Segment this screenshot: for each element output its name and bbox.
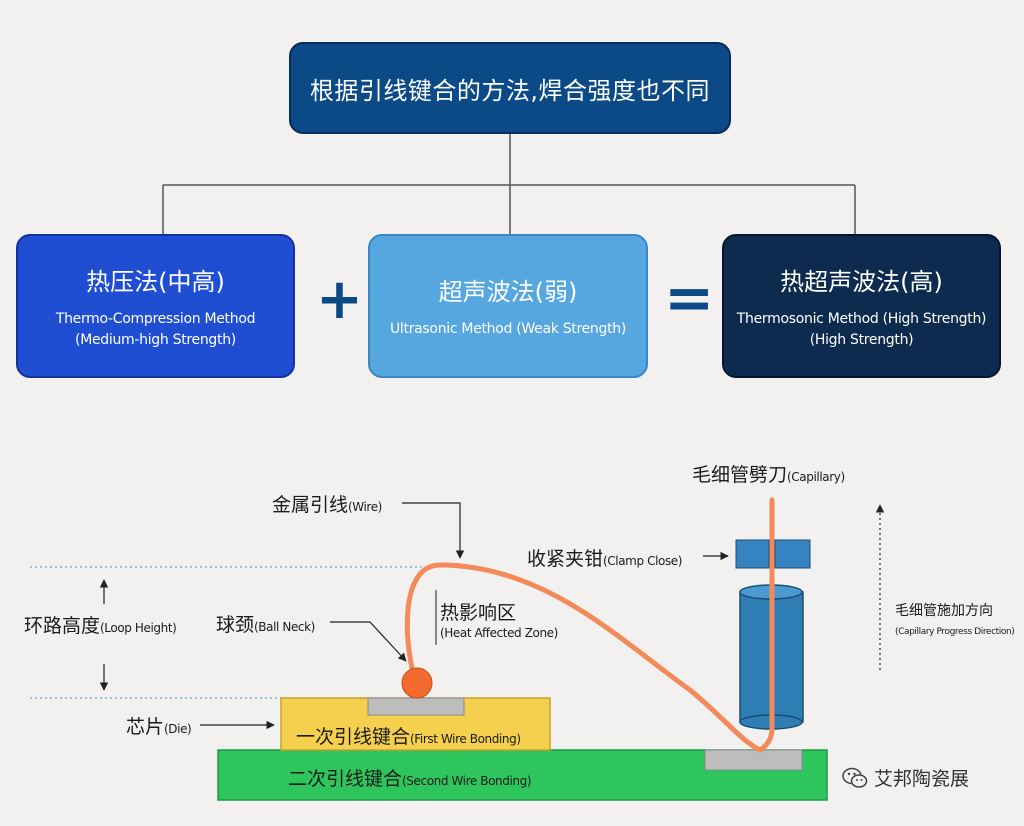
haz-label-cn: 热影响区 <box>440 602 517 624</box>
thermosonic-strength: (High Strength) <box>809 331 914 348</box>
clamp-label: 收紧夹钳(Clamp Close) <box>527 548 683 570</box>
plus-operator: + <box>316 267 363 332</box>
ultrasonic-box: 超声波法(弱) Ultrasonic Method (Weak Strength… <box>368 234 648 378</box>
ultrasonic-title: 超声波法(弱) <box>438 278 578 306</box>
clamp-left <box>735 539 770 569</box>
wire-arrow <box>402 502 465 559</box>
thermosonic-title: 热超声波法(高) <box>780 267 943 296</box>
equals-operator: = <box>664 263 715 333</box>
wechat-icon <box>842 767 868 788</box>
thermo-compression-title: 热压法(中高) <box>86 267 225 296</box>
ultrasonic-en: Ultrasonic Method (Weak Strength) <box>389 321 627 337</box>
wire-loop <box>404 562 775 753</box>
direction-label-en: (Capillary Progress Direction) <box>895 627 1015 637</box>
watermark-text: 艾邦陶瓷展 <box>874 768 970 790</box>
wire-label: 金属引线(Wire) <box>272 494 382 516</box>
tree-connectors <box>162 134 856 234</box>
top-title-box: 根据引线键合的方法,焊合强度也不同 <box>289 42 731 134</box>
bond-ball <box>401 667 433 699</box>
haz-label-en: (Heat Affected Zone) <box>440 626 558 640</box>
clamp-right <box>774 539 811 569</box>
first-bond-pad <box>367 697 465 716</box>
loop-height-label: 环路高度(Loop Height) <box>24 615 177 637</box>
thermosonic-box: 热超声波法(高) Thermosonic Method (High Streng… <box>722 234 1001 378</box>
watermark: 艾邦陶瓷展 <box>842 764 969 791</box>
thermo-compression-en: Thermo-Compression Method <box>55 310 256 327</box>
thermosonic-en: Thermosonic Method (High Strength) <box>736 310 987 327</box>
top-title: 根据引线键合的方法,焊合强度也不同 <box>309 76 711 105</box>
second-bonding-label: 二次引线键合(Second Wire Bonding) <box>288 768 532 790</box>
thermo-compression-strength: (Medium-high Strength) <box>75 331 236 348</box>
ball-neck-label: 球颈(Ball Neck) <box>216 614 315 636</box>
die-label: 芯片(Die) <box>126 716 192 738</box>
second-bond-pad <box>704 749 803 771</box>
first-bonding-label: 一次引线键合(First Wire Bonding) <box>296 726 521 748</box>
direction-label-cn: 毛细管施加方向 <box>895 603 993 619</box>
capillary-label: 毛细管劈刀(Capillary) <box>692 464 845 486</box>
ballneck-arrow <box>330 621 407 662</box>
thermo-compression-box: 热压法(中高) Thermo-Compression Method (Mediu… <box>16 234 295 378</box>
